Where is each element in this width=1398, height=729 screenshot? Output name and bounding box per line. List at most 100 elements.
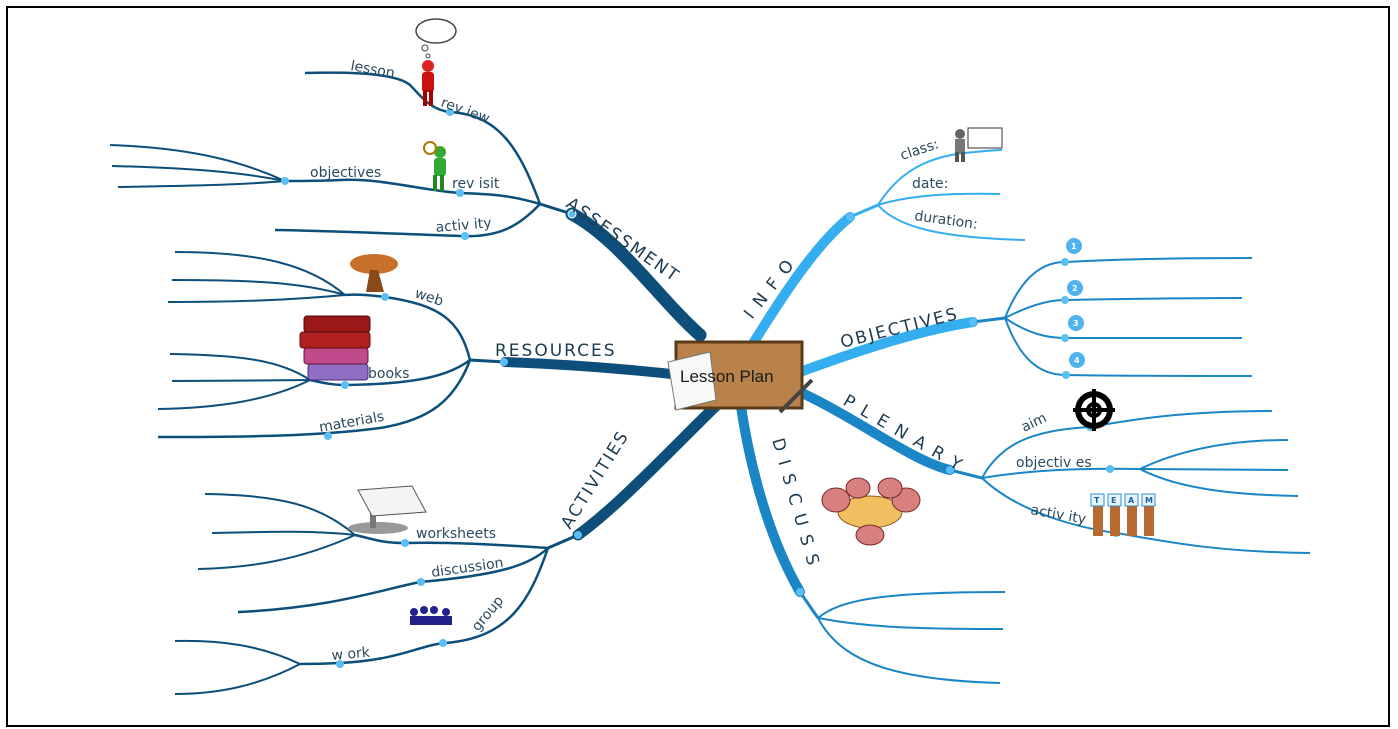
worksheets-sub-1 xyxy=(204,493,356,536)
objectives-stem xyxy=(972,316,1006,324)
objective-3-dot[interactable] xyxy=(1061,334,1069,342)
plenary-main-branch xyxy=(795,387,955,475)
discuss-main-branch xyxy=(735,395,805,597)
plenary-objectives-node-dot[interactable] xyxy=(1106,465,1114,473)
branch-info: I N F O class: date: duration: xyxy=(740,127,1026,350)
books-node-dot[interactable] xyxy=(341,381,349,389)
class-line xyxy=(877,149,1003,206)
branch-activities: ACTIVITIES worksheets discussion group w… xyxy=(174,394,728,695)
team-icon: T E A M xyxy=(1090,493,1156,536)
assessment-activity-line xyxy=(274,203,541,238)
materials-line xyxy=(157,359,472,439)
objective-4-line xyxy=(1004,317,1253,377)
branch-discuss: D I S C U S S xyxy=(735,395,1006,684)
activities-main-branch xyxy=(572,394,728,541)
activity-node-dot[interactable] xyxy=(461,232,469,240)
revisit-label: rev isit xyxy=(452,176,500,192)
assessment-stem xyxy=(539,202,573,216)
plenary-node-dot[interactable] xyxy=(946,466,954,474)
work-label: w ork xyxy=(331,645,371,664)
books-sub-3 xyxy=(157,379,311,410)
revisit-node-dot[interactable] xyxy=(456,189,464,197)
info-node-dot[interactable] xyxy=(846,213,854,221)
resources-node-dot[interactable] xyxy=(500,358,508,366)
meeting-table-icon xyxy=(821,477,921,546)
plenary-objectives-sub-1 xyxy=(1139,439,1289,470)
branch-assessment: ASSESSMENT rev iew lesson objectives rev… xyxy=(109,18,707,342)
duration-line xyxy=(877,204,1026,241)
discuss-stem xyxy=(798,591,820,619)
center-node-label: Lesson Plan xyxy=(680,367,774,386)
web-sub-2 xyxy=(171,279,346,296)
objectives-node-dot[interactable] xyxy=(969,318,977,326)
worksheets-sub-2 xyxy=(211,530,356,536)
plenary-objectives-label: objectiv es xyxy=(1016,455,1092,471)
objective-2-dot[interactable] xyxy=(1061,296,1069,304)
objectives-sub-line-3 xyxy=(117,180,286,188)
plenary-label: P L E N A R Y xyxy=(840,391,967,476)
group-label: group xyxy=(469,593,507,635)
objective-1-dot[interactable] xyxy=(1061,258,1069,266)
discuss-node-dot[interactable] xyxy=(796,588,804,596)
objectives-sub-line-1 xyxy=(109,144,286,182)
magnifier-person-icon xyxy=(423,141,446,191)
number-3-badge: 3 xyxy=(1068,315,1084,331)
worksheets-sub-3 xyxy=(197,534,356,570)
review-node-dot[interactable] xyxy=(446,108,454,116)
assessment-objectives-label: objectives xyxy=(310,165,381,181)
resources-label: RESOURCES xyxy=(495,341,617,361)
group-people-icon xyxy=(410,606,452,625)
review-line xyxy=(304,71,542,205)
plenary-activity-label: activ ity xyxy=(1029,502,1087,527)
resources-stem xyxy=(469,358,506,364)
discuss-sub-2 xyxy=(817,617,1004,630)
objective-4-dot[interactable] xyxy=(1062,371,1070,379)
svg-text:4: 4 xyxy=(1074,356,1080,365)
plenary-objectives-sub-2 xyxy=(1139,468,1299,497)
branch-objectives: OBJECTIVES 1 2 3 4 xyxy=(795,238,1253,379)
materials-node-dot[interactable] xyxy=(324,432,332,440)
web-sub-3 xyxy=(167,294,346,303)
books-sub-2 xyxy=(171,379,311,382)
lesson-label: lesson xyxy=(349,58,396,81)
web-sub-1 xyxy=(174,251,346,296)
books-stack-icon xyxy=(299,315,371,381)
activities-stem xyxy=(547,533,579,550)
web-node-dot[interactable] xyxy=(381,293,389,301)
assessment-activity-label: activ ity xyxy=(435,215,492,236)
svg-text:T: T xyxy=(1094,496,1100,505)
assessment-label: ASSESSMENT xyxy=(562,194,683,287)
pen-icon xyxy=(778,378,814,414)
group-line xyxy=(299,547,550,666)
work-sub-1 xyxy=(174,639,301,665)
svg-text:3: 3 xyxy=(1073,319,1079,328)
web-label: web xyxy=(413,286,446,310)
date-label: date: xyxy=(912,176,948,192)
svg-text:A: A xyxy=(1128,496,1135,505)
objective-1-line xyxy=(1004,257,1253,319)
books-sub-1 xyxy=(169,353,311,381)
number-1-badge: 1 xyxy=(1066,238,1082,254)
activities-node-dot[interactable] xyxy=(574,531,582,539)
work-node-dot[interactable] xyxy=(336,660,344,668)
web-line xyxy=(344,293,472,361)
center-node[interactable]: Lesson Plan xyxy=(667,340,814,414)
discussion-node-dot[interactable] xyxy=(417,578,425,586)
branch-resources: RESOURCES web books materials xyxy=(157,251,695,440)
worksheets-node-dot[interactable] xyxy=(401,539,409,547)
work-sub-2 xyxy=(174,663,301,695)
target-icon xyxy=(1073,389,1115,431)
number-2-badge: 2 xyxy=(1067,280,1083,296)
worksheet-desk-icon xyxy=(348,485,427,534)
number-4-badge: 4 xyxy=(1069,352,1085,368)
worksheets-label: worksheets xyxy=(416,526,496,542)
info-main-branch xyxy=(747,212,855,350)
discuss-sub-3 xyxy=(817,617,1001,684)
objectives-node-dot[interactable] xyxy=(281,177,289,185)
books-label: books xyxy=(368,366,409,382)
resources-main-branch xyxy=(500,357,695,381)
paper-icon xyxy=(667,351,717,411)
group-node-dot[interactable] xyxy=(439,639,447,647)
assessment-node-dot[interactable] xyxy=(567,209,577,219)
